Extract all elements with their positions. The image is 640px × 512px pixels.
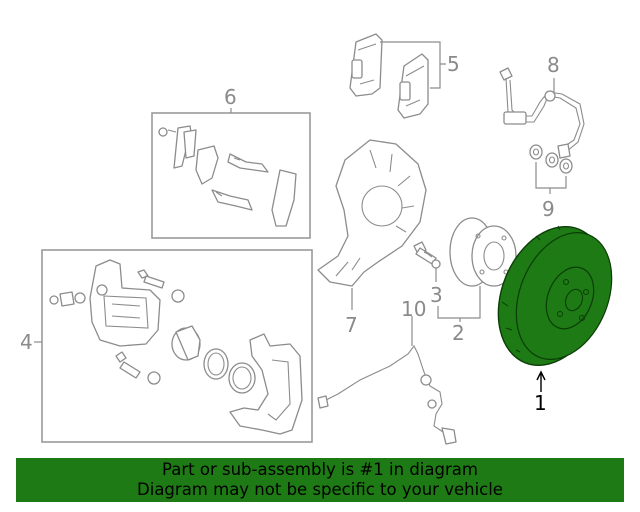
callout-9[interactable]: 9 [542,197,555,221]
brake-rotor-illustration[interactable] [479,211,630,382]
callout-2[interactable]: 2 [452,321,465,345]
callout-10[interactable]: 10 [401,297,426,321]
dust-shield-illustration[interactable] [317,139,427,287]
banner-line-1: Part or sub-assembly is #1 in diagram [162,460,478,479]
callout-1[interactable]: 1 [534,391,547,415]
brake-caliper-assembly-illustration[interactable] [49,259,303,435]
callout-5-leader [380,41,446,89]
callout-3[interactable]: 3 [430,283,443,307]
wheel-hub-illustration[interactable] [449,217,517,287]
caliper-assembly-box [41,249,313,443]
callout-8[interactable]: 8 [547,53,560,77]
parts-diagram: 5 6 7 3 2 [20,33,630,445]
fitment-notice-banner: Part or sub-assembly is #1 in diagram Di… [16,458,624,502]
hub-bolt-illustration[interactable] [413,241,441,269]
callout-6[interactable]: 6 [224,85,237,109]
callout-5[interactable]: 5 [447,52,460,76]
callout-1-leader [536,370,546,392]
brake-hose-illustration[interactable] [499,67,585,159]
pad-hardware-kit-illustration[interactable] [158,125,297,227]
banner-line-2: Diagram may not be specific to your vehi… [137,480,503,499]
callout-7[interactable]: 7 [345,313,358,337]
brake-pad-set-illustration[interactable] [349,33,429,119]
washers-illustration[interactable] [529,144,573,174]
callout-4[interactable]: 4 [20,330,33,354]
abs-sensor-illustration[interactable] [317,344,457,445]
